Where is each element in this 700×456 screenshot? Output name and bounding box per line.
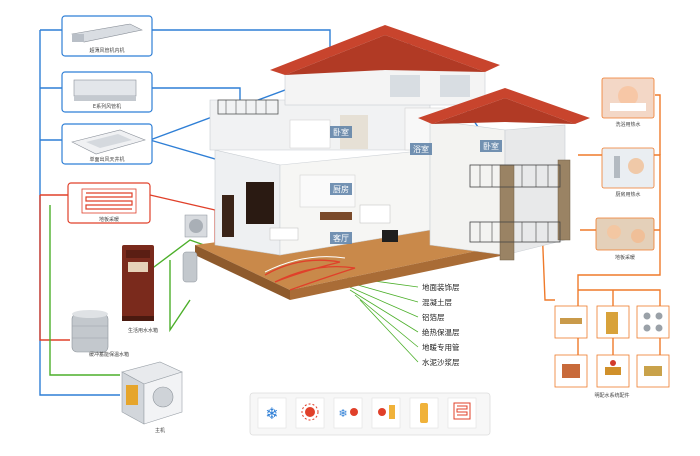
e-series-label: E系列风管机 — [93, 103, 121, 110]
sun-icon — [295, 397, 325, 429]
accessories-grid: 明配水系统配件 — [554, 305, 670, 399]
room-kitchen: 厨房 — [333, 184, 349, 194]
layer-6: 水泥沙浆层 — [422, 357, 460, 367]
mode-icon-strip: ❄ ❄ — [249, 392, 491, 436]
svg-text:❄: ❄ — [338, 407, 347, 420]
green-line-left — [49, 205, 120, 376]
cassette-label: 单面出风天井机 — [89, 156, 124, 163]
underfloor-pipes — [264, 259, 356, 291]
buffer-tank: 缓冲蓄能保温水箱 — [71, 310, 129, 358]
accessories-label: 明配水系统配件 — [594, 392, 629, 399]
e-series-duct-unit: E系列风管机 — [61, 71, 153, 113]
layer-2: 混凝土层 — [422, 297, 452, 307]
hot-water-tank: 生活用水水箱 — [122, 245, 158, 334]
right-roof — [418, 88, 590, 124]
room-bathroom: 浴室 — [413, 144, 429, 154]
snowflake-icon: ❄ — [257, 397, 287, 429]
water-tank-icon — [409, 397, 439, 429]
layer-4: 绝热保温层 — [422, 327, 460, 337]
room-bedroom-right: 卧室 — [483, 141, 499, 151]
cassette-unit: 单面出风天井机 — [61, 123, 153, 165]
snowflake-sun-icon: ❄ — [333, 397, 363, 429]
floor-heating-label: 地板采暖 — [99, 216, 119, 223]
room-bedroom-left: 卧室 — [333, 127, 349, 137]
main-unit: 主机 — [121, 361, 183, 434]
hot-water-tank-label: 生活用水水箱 — [128, 327, 158, 334]
house-illustration: 卧室 浴室 卧室 厨房 客厅 — [182, 25, 590, 300]
room-living: 客厅 — [333, 233, 349, 243]
kitchen-water-item: 厨房用热水 — [601, 147, 655, 198]
right-panel: 洗浴用热水 厨房用热水 地板采暖 — [554, 77, 670, 399]
sun-water-icon — [371, 397, 401, 429]
green-line-tank — [169, 260, 191, 333]
floor-heating-icon — [447, 397, 477, 429]
stone-pillar-right — [557, 159, 571, 241]
bathing-water-item: 洗浴用热水 — [601, 77, 655, 128]
floor-layer-labels: 地面装饰层 混凝土层 铝箔层 绝热保温层 地暖专用管 水泥沙浆层 — [422, 282, 460, 367]
main-unit-label: 主机 — [155, 427, 165, 434]
layer-1: 地面装饰层 — [422, 282, 460, 292]
ultra-thin-duct-unit: 超薄风管机内机 — [61, 15, 153, 57]
layer-5: 地暖专用管 — [422, 342, 460, 352]
ultra-thin-label: 超薄风管机内机 — [89, 47, 124, 54]
floor-heat-item: 地板采暖 — [595, 217, 655, 261]
stone-pillar-left — [499, 164, 515, 261]
kitchen-water-label: 厨房用热水 — [615, 191, 640, 198]
orange-line-right — [577, 154, 661, 385]
bathing-label: 洗浴用热水 — [615, 121, 640, 128]
blue-line-bus — [39, 30, 120, 396]
floor-heat-label: 地板采暖 — [615, 254, 635, 261]
svg-text:❄: ❄ — [265, 404, 278, 423]
buffer-tank-label: 缓冲蓄能保温水箱 — [89, 351, 129, 358]
layer-3: 铝箔层 — [422, 312, 445, 322]
floor-heating-unit: 地板采暖 — [67, 182, 151, 224]
red-line-floor — [39, 195, 70, 341]
